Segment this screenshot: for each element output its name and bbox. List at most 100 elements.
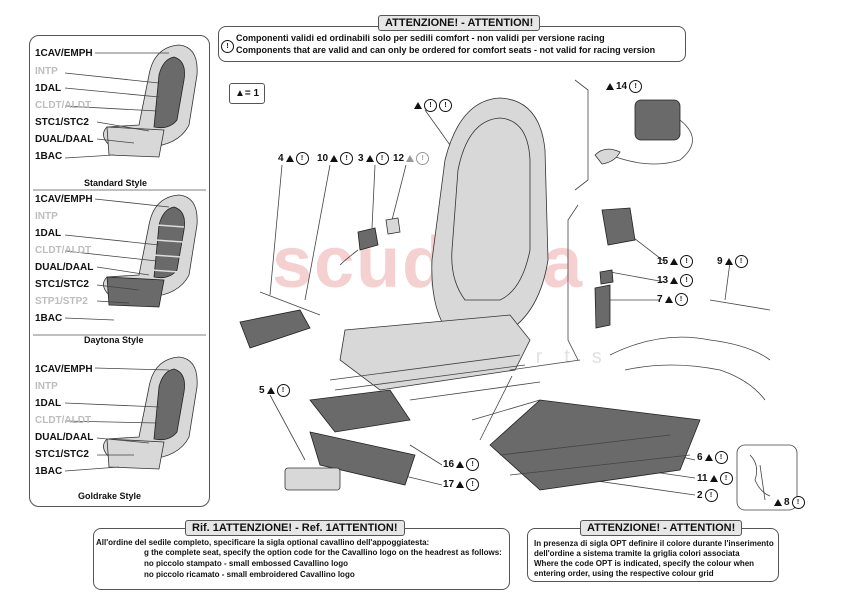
- bottom-right-line-4: entering order, using the respective col…: [534, 569, 714, 578]
- triangle-icon: [704, 454, 713, 461]
- warning-icon: !: [375, 152, 389, 165]
- triangle-icon: [670, 277, 679, 284]
- standard-style-title: Standard Style: [84, 178, 148, 188]
- warning-icon: !: [340, 152, 354, 165]
- top-notice-box: [218, 26, 686, 62]
- warning-icon: !: [734, 255, 748, 268]
- triangle-icon: [406, 155, 415, 162]
- callout-3: 3!: [358, 152, 389, 165]
- daytona-label-8: 1BAC: [35, 313, 63, 324]
- triangle-icon: [266, 387, 275, 394]
- seat-cushion: [339, 314, 531, 391]
- daytona-label-1: 1CAV/EMPH: [35, 194, 93, 205]
- triangle-icon: [330, 155, 339, 162]
- callout-1: !!: [412, 99, 452, 112]
- callout-6: 6!: [697, 451, 728, 464]
- part-12: [385, 217, 401, 235]
- goldrake-label-5: DUAL/DAAL: [35, 432, 94, 443]
- bottom-left-notice-title: Rif. 1ATTENZIONE! - Ref. 1ATTENTION!: [185, 520, 405, 536]
- part-13-switch: [599, 269, 614, 285]
- bottom-left-line-2: g the complete seat, specify the option …: [144, 548, 502, 557]
- triangle-icon: [606, 83, 614, 90]
- callout-12: 12!: [393, 152, 430, 165]
- callout-5: 5!: [259, 384, 290, 397]
- daytona-seat-illustration: [103, 194, 198, 308]
- triangle-icon: [774, 499, 782, 506]
- part-3-buckle: [357, 227, 379, 251]
- callout-4: 4!: [278, 152, 309, 165]
- warning-icon: !: [714, 451, 728, 464]
- legend-box: ▲= 1: [229, 83, 265, 104]
- warning-icon: !: [791, 496, 805, 509]
- bottom-right-notice-box: [527, 528, 779, 582]
- exploded-seat-diagram: [239, 79, 798, 511]
- triangle-icon: [365, 155, 374, 162]
- bottom-right-line-1: In presenza di sigla OPT definire il col…: [534, 539, 774, 548]
- bottom-left-line-4: no piccolo ricamato - small embroidered …: [144, 570, 355, 579]
- warning-icon: !: [416, 152, 430, 165]
- seat-styles-drawing: [33, 44, 206, 472]
- callout-13: 13!: [657, 274, 694, 287]
- part-4-tray: [239, 309, 311, 349]
- callout-10: 10!: [317, 152, 354, 165]
- bottom-left-notice-box: [93, 528, 510, 590]
- warning-icon: !: [680, 255, 694, 268]
- top-notice-title: ATTENZIONE! - ATTENTION!: [378, 15, 541, 31]
- goldrake-label-7: 1BAC: [35, 466, 63, 477]
- part-7-switch: [594, 284, 611, 329]
- warning-icon: !: [221, 35, 234, 53]
- standard-label-6: DUAL/DAAL: [35, 134, 94, 145]
- callout-8: 8!: [774, 496, 805, 509]
- warning-icon: !: [629, 80, 643, 93]
- warning-icon: !: [276, 384, 290, 397]
- goldrake-label-6: STC1/STC2: [35, 449, 89, 460]
- standard-label-2: INTP: [35, 66, 58, 77]
- daytona-label-6: STC1/STC2: [35, 279, 89, 290]
- goldrake-label-3: 1DAL: [35, 398, 62, 409]
- part-2-frame: [489, 399, 701, 491]
- triangle-icon: [285, 155, 294, 162]
- daytona-label-7: STP1/STP2: [35, 296, 88, 307]
- triangle-icon: [456, 481, 465, 488]
- top-notice-line-en: Components that are valid and can only b…: [236, 45, 656, 55]
- callout-7: 7!: [657, 293, 688, 306]
- warning-icon: !: [704, 489, 718, 502]
- goldrake-label-4: CLDT/ALDT: [35, 415, 92, 426]
- daytona-label-4: CLDT/ALDT: [35, 245, 92, 256]
- triangle-icon: [709, 475, 718, 482]
- part-16-foam: [309, 389, 411, 433]
- bottom-right-notice-title: ATTENZIONE! - ATTENTION!: [580, 520, 743, 536]
- part-9-harness: [609, 299, 771, 401]
- triangle-icon: [664, 296, 673, 303]
- standard-seat-illustration: [103, 44, 198, 158]
- part-15-plate: [601, 207, 636, 246]
- warning-icon: !: [719, 472, 733, 485]
- part-5-module: [284, 467, 341, 491]
- daytona-label-2: INTP: [35, 211, 58, 222]
- daytona-label-3: 1DAL: [35, 228, 62, 239]
- standard-label-3: 1DAL: [35, 83, 62, 94]
- warning-icon: !: [424, 99, 437, 112]
- goldrake-label-2: INTP: [35, 381, 58, 392]
- warning-icon: !: [295, 152, 309, 165]
- standard-label-4: CLDT/ALDT: [35, 100, 92, 111]
- warning-icon: !: [680, 274, 694, 287]
- standard-label-7: 1BAC: [35, 151, 63, 162]
- goldrake-seat-illustration: [103, 356, 198, 470]
- callout-9: 9!: [717, 255, 748, 268]
- daytona-label-5: DUAL/DAAL: [35, 262, 94, 273]
- warning-icon: !: [466, 458, 480, 471]
- callout-14: 14!: [606, 80, 643, 93]
- part-8-connector: [749, 454, 771, 497]
- triangle-icon: [456, 461, 465, 468]
- standard-label-5: STC1/STC2: [35, 117, 89, 128]
- daytona-style-title: Daytona Style: [84, 335, 144, 345]
- callout-16: 16!: [443, 458, 480, 471]
- warning-icon: !: [466, 478, 480, 491]
- triangle-icon: [414, 102, 422, 109]
- warning-icon: !: [674, 293, 688, 306]
- bottom-left-line-1: All'ordine del sedile completo, specific…: [96, 538, 430, 547]
- callout-11: 11!: [697, 472, 733, 485]
- callout-2: 2!: [697, 489, 718, 502]
- triangle-icon: [724, 258, 733, 265]
